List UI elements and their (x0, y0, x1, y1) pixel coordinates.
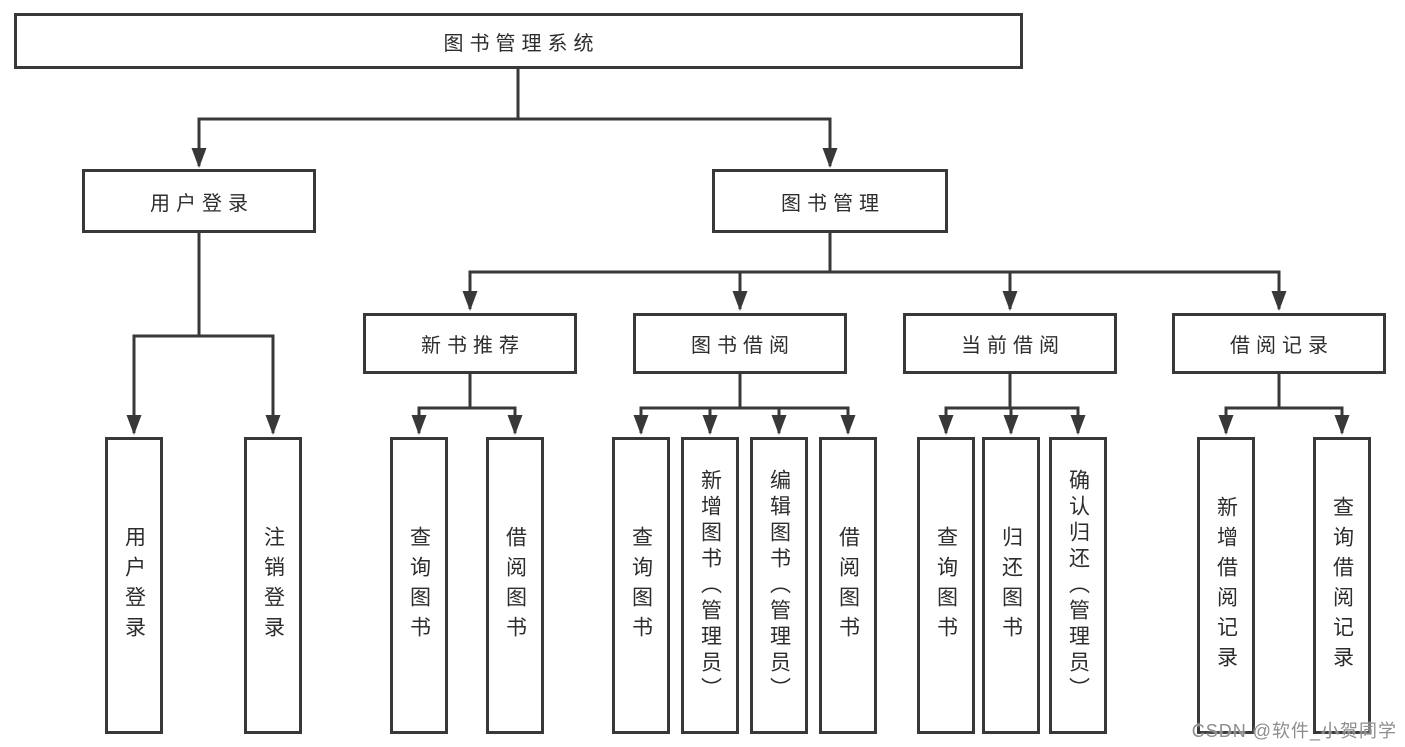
csdn-watermark: CSDN @软件_小贺同学 (1191, 721, 1397, 741)
leaf-return-books: 归还图书 (982, 437, 1040, 734)
leaf-add-borrow-record: 新增借阅记录 (1197, 437, 1255, 734)
leaf-logout-label: 注销登录 (261, 525, 285, 646)
leaf-search-books-3-label: 查询图书 (934, 525, 958, 646)
leaf-search-books-3: 查询图书 (917, 437, 975, 734)
leaf-confirm-return-admin-label: 确认归还（管理员） (1066, 468, 1090, 703)
leaf-search-borrow-record: 查询借阅记录 (1313, 437, 1371, 734)
node-book-management: 图书管理 (712, 169, 948, 233)
node-book-borrowing-label: 图书借阅 (691, 335, 795, 357)
leaf-search-books-2: 查询图书 (612, 437, 670, 734)
leaf-search-books-1-label: 查询图书 (407, 525, 431, 646)
node-new-book-recommendation: 新书推荐 (363, 313, 577, 374)
node-user-login-label: 用户登录 (150, 192, 254, 215)
node-borrowing-records: 借阅记录 (1172, 313, 1386, 374)
node-book-management-label: 图书管理 (781, 192, 885, 215)
leaf-user-login: 用户登录 (105, 437, 163, 734)
leaf-edit-books-admin: 编辑图书（管理员） (750, 437, 808, 734)
leaf-borrow-books-2: 借阅图书 (819, 437, 877, 734)
leaf-user-login-label: 用户登录 (122, 525, 146, 646)
node-root: 图书管理系统 (14, 13, 1023, 69)
leaf-search-books-1: 查询图书 (390, 437, 448, 734)
leaf-search-books-2-label: 查询图书 (629, 525, 653, 646)
leaf-add-borrow-record-label: 新增借阅记录 (1214, 495, 1238, 676)
node-borrowing-records-label: 借阅记录 (1230, 335, 1334, 357)
leaf-add-books-admin: 新增图书（管理员） (681, 437, 739, 734)
node-current-borrowing-label: 当前借阅 (961, 335, 1065, 357)
node-current-borrowing: 当前借阅 (903, 313, 1117, 374)
leaf-borrow-books-1: 借阅图书 (486, 437, 544, 734)
node-new-book-recommendation-label: 新书推荐 (421, 335, 525, 357)
node-root-label: 图书管理系统 (443, 32, 600, 55)
leaf-search-borrow-record-label: 查询借阅记录 (1330, 495, 1354, 676)
leaf-confirm-return-admin: 确认归还（管理员） (1049, 437, 1107, 734)
node-book-borrowing: 图书借阅 (633, 313, 847, 374)
leaf-logout: 注销登录 (244, 437, 302, 734)
leaf-return-books-label: 归还图书 (999, 525, 1023, 646)
node-user-login: 用户登录 (82, 169, 316, 233)
leaf-edit-books-admin-label: 编辑图书（管理员） (767, 468, 791, 703)
leaf-borrow-books-2-label: 借阅图书 (836, 525, 860, 646)
leaf-add-books-admin-label: 新增图书（管理员） (698, 468, 722, 703)
leaf-borrow-books-1-label: 借阅图书 (503, 525, 527, 646)
